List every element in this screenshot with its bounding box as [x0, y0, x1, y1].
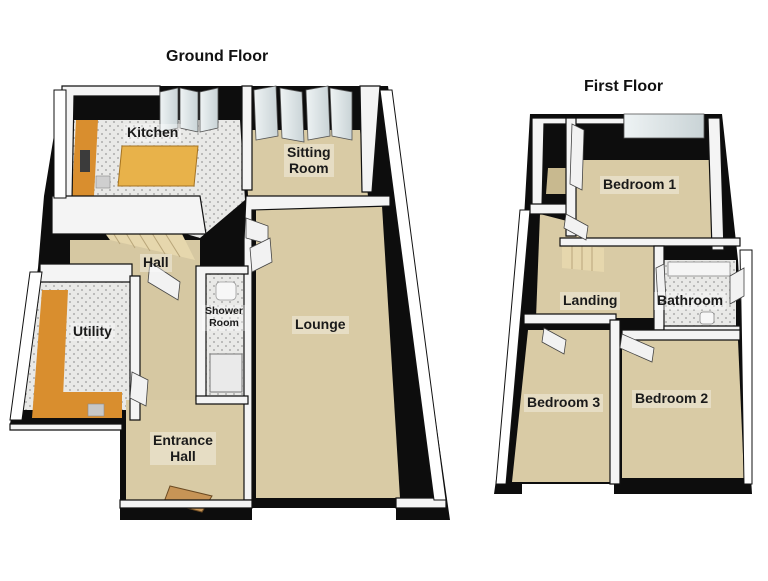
- first-floor-title: First Floor: [584, 78, 664, 95]
- kitchen-bifold-doors: [159, 87, 219, 133]
- entrance-hall-label: Entrance Hall: [150, 432, 216, 466]
- hall-label: Hall: [140, 254, 172, 272]
- bedroom-1-window: [623, 113, 705, 139]
- bathroom-label: Bathroom: [654, 292, 727, 310]
- lounge-label: Lounge: [292, 316, 349, 334]
- first-floor-door-leaves: [541, 123, 745, 363]
- bedroom-1-floor: [572, 160, 716, 240]
- ground-door-leaves: [129, 217, 273, 407]
- utility-worktop: [32, 290, 68, 418]
- shower-room-label: Shower Room: [202, 305, 246, 331]
- bedroom-2-label: Bedroom 2: [632, 390, 712, 408]
- kitchen-label: Kitchen: [124, 124, 182, 142]
- sitting-room-label: Sitting Room: [284, 144, 334, 178]
- utility-label: Utility: [70, 323, 115, 341]
- bedroom-1-label: Bedroom 1: [600, 176, 680, 194]
- bedroom-2-floor: [622, 340, 744, 478]
- first-floor-wall-tops: [495, 209, 753, 485]
- sitting-room-floor: [245, 130, 368, 196]
- sitting-room-bifold-doors: [253, 85, 353, 143]
- ground-wall-tops: [9, 89, 447, 501]
- bathroom-floor: [664, 260, 736, 330]
- ground-floor-title: Ground Floor: [166, 48, 269, 65]
- bedroom-3-label: Bedroom 3: [524, 394, 604, 412]
- first-floor-stairs: [562, 244, 604, 272]
- entrance-hall-floor: [126, 400, 246, 504]
- first-floor-plan: [494, 113, 753, 494]
- landing-label: Landing: [560, 292, 621, 310]
- kitchen-island: [117, 145, 199, 187]
- lounge-floor: [256, 206, 400, 498]
- ground-floor-plan: [9, 85, 450, 520]
- bedroom-3-floor: [512, 330, 614, 482]
